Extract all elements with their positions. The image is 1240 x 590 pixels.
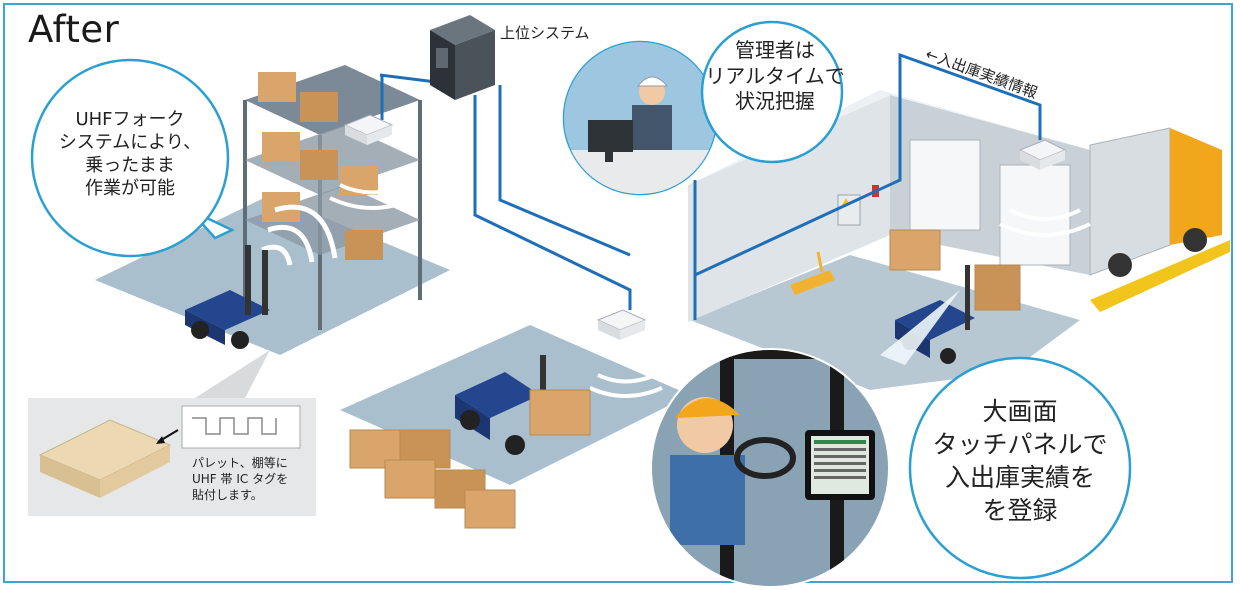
forklift-cab-closeup bbox=[650, 348, 890, 588]
cargo-boxes bbox=[349, 229, 1021, 529]
ic-tag-note: パレット、棚等に UHF 帯 IC タグを 貼付します。 bbox=[192, 455, 317, 504]
server-icon bbox=[430, 15, 495, 100]
rfid-antenna-icon bbox=[999, 139, 1091, 237]
bubble-line: 管理者は bbox=[735, 38, 815, 62]
truck bbox=[1089, 127, 1230, 312]
bubble-line: タッチパネルで bbox=[932, 430, 1108, 459]
bubble-text-touch-panel: 大画面 タッチパネルで 入出庫実績を を登録 bbox=[915, 395, 1125, 527]
ic-tag-inset bbox=[28, 398, 316, 516]
upper-system-label: 上位システム bbox=[500, 24, 590, 42]
bubble-line: リアルタイムで bbox=[705, 63, 845, 88]
bubble-line: 作業が可能 bbox=[85, 178, 175, 200]
bubble-line: システムにより、 bbox=[58, 132, 202, 154]
network-lines bbox=[379, 52, 1042, 320]
panel-pointer bbox=[880, 290, 960, 365]
bubble-line: を登録 bbox=[982, 496, 1058, 525]
manager-illustration bbox=[562, 40, 718, 196]
callout-bubble-forklift bbox=[30, 58, 230, 258]
bubble-text-forklift-system: UHFフォーク システムにより、 乗ったまま 作業が可能 bbox=[30, 108, 230, 200]
bubble-line: 大画面 bbox=[982, 397, 1058, 426]
note-line: 貼付します。 bbox=[192, 488, 263, 503]
hand-pallet-truck bbox=[790, 251, 835, 295]
bubble-line: 乗ったまま bbox=[85, 155, 175, 177]
diagram-frame bbox=[3, 3, 1233, 583]
forklift-icon bbox=[455, 355, 546, 455]
bubble-line: 状況把握 bbox=[735, 89, 815, 114]
inset-pointer bbox=[195, 350, 270, 398]
bubble-line: UHFフォーク bbox=[75, 109, 185, 130]
callout-bubble-manager bbox=[700, 20, 844, 164]
note-line: UHF 帯 IC タグを bbox=[192, 472, 289, 487]
note-line: パレット、棚等に bbox=[192, 456, 288, 470]
storage-shelf bbox=[243, 65, 422, 330]
callout-bubble-touch-panel bbox=[908, 356, 1132, 580]
forklift-icon bbox=[185, 245, 270, 349]
rfid-antenna-icon bbox=[329, 114, 416, 210]
page-title: After bbox=[28, 8, 120, 51]
radio-wave-icon bbox=[261, 204, 338, 266]
bubble-text-manager: 管理者は リアルタイムで 状況把握 bbox=[700, 38, 850, 115]
rfid-antenna-icon bbox=[589, 309, 663, 398]
bubble-line: 入出庫実績を bbox=[944, 463, 1095, 492]
